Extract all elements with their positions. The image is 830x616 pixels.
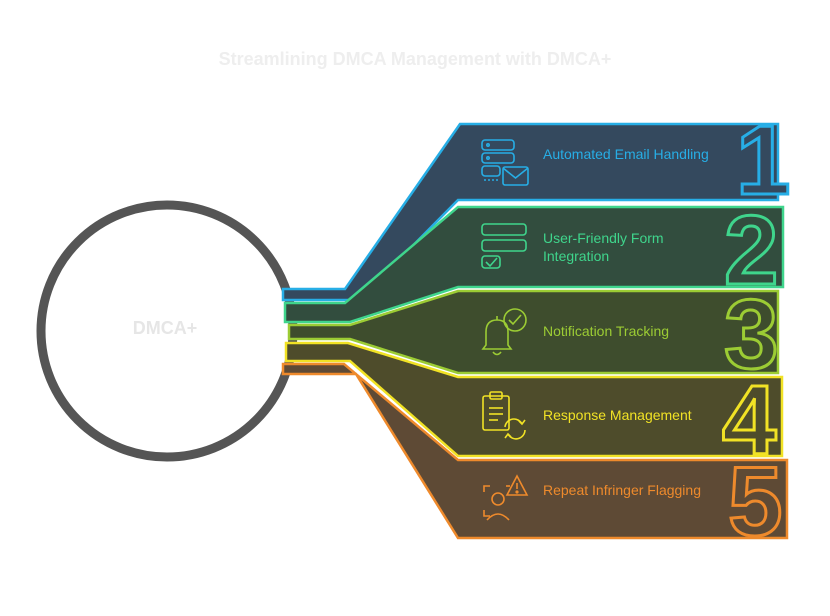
band-4-shape <box>284 341 784 458</box>
band-1: 1 <box>281 104 792 302</box>
band-4-number: 4 <box>722 365 777 475</box>
band-1-shape <box>281 122 780 302</box>
clipboard-refresh-icon <box>482 391 526 440</box>
form-stack-icon <box>481 223 527 269</box>
band-2: 2 <box>283 194 785 324</box>
band-2-number: 2 <box>724 195 779 305</box>
item-label-1: Automated Email Handling <box>543 146 709 162</box>
band-3: 3 <box>287 278 780 391</box>
band-1-number: 1 <box>736 105 791 215</box>
user-warning-icon <box>483 474 529 521</box>
band-2-shape <box>283 205 785 324</box>
band-3-number: 3 <box>724 279 779 389</box>
item-label-3: Notification Tracking <box>543 323 670 339</box>
band-5-shape <box>281 362 789 540</box>
server-email-icon <box>481 139 529 186</box>
item-label-5: Repeat Infringer Flagging <box>543 482 701 498</box>
band-5-number: 5 <box>728 446 783 556</box>
item-label-2: User-Friendly Form Integration <box>543 230 664 264</box>
hub-label: DMCA+ <box>132 318 198 338</box>
band-5: 5 <box>281 362 789 558</box>
band-4: 4 <box>284 341 784 477</box>
item-label-4: Response Management <box>543 407 692 423</box>
band-3-shape <box>287 289 780 375</box>
bell-check-icon <box>481 308 527 356</box>
diagram-title: Streamlining DMCA Management with DMCA+ <box>218 49 612 69</box>
